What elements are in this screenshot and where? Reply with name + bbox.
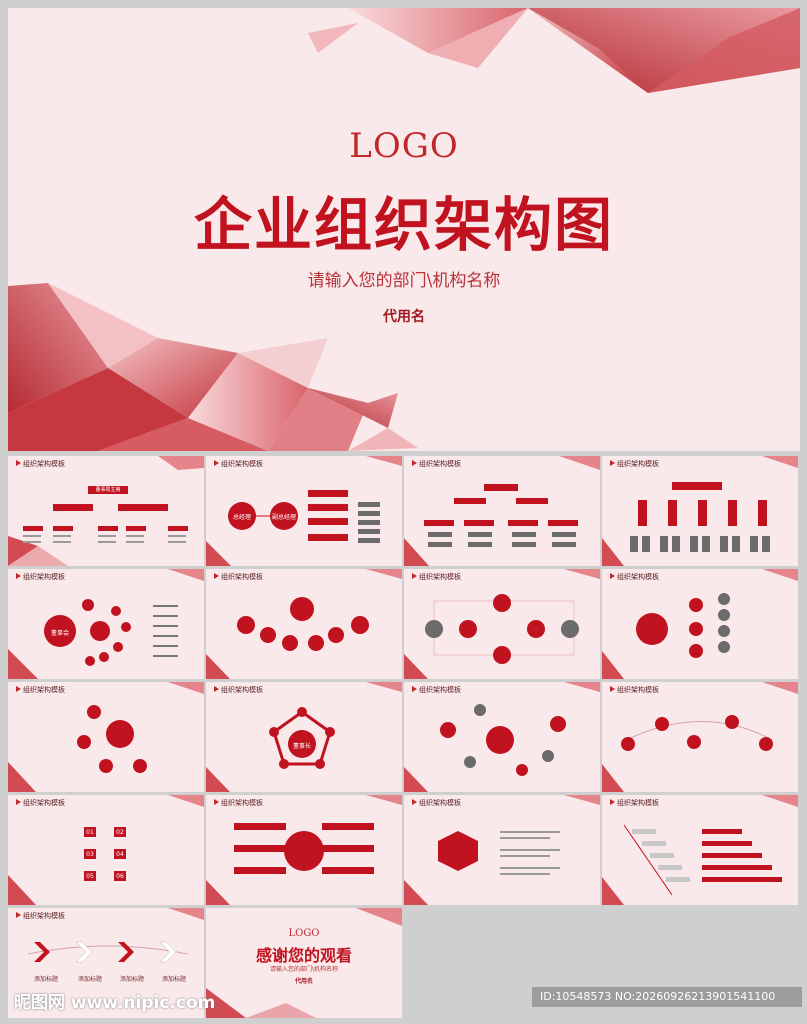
thumbnail-title: 组织架构模板: [16, 460, 65, 468]
node-label: 董事局主席: [95, 487, 121, 493]
thumbnail-title: 组织架构模板: [214, 686, 263, 694]
thumbnail-3[interactable]: 组织架构模板: [404, 456, 600, 566]
cover-slide[interactable]: LOGO 企业组织架构图 请输入您的部门\机构名称 代用名: [8, 8, 800, 451]
thumbnail-15[interactable]: 组织架构模板: [404, 795, 600, 905]
thumbnail-end[interactable]: LOGO 感谢您的观看 请输入您的部门\机构名称 代用名: [206, 908, 402, 1018]
thumbnail-title: 组织架构模板: [412, 799, 461, 807]
number-label: 06: [116, 873, 124, 880]
thumbnail-9[interactable]: 组织架构模板: [8, 682, 204, 792]
thumbnail-1[interactable]: 组织架构模板 董事局主席: [8, 456, 204, 566]
thanks-title: 感谢您的观看: [255, 946, 352, 965]
author: 代用名: [383, 309, 425, 325]
node-label: 董事会: [50, 630, 69, 637]
watermark-site: 昵图网 www.nipic.com: [14, 993, 216, 1013]
number-label: 01: [86, 829, 94, 836]
logo-text: LOGO: [349, 126, 459, 166]
thumbnail-title: 组织架构模板: [16, 799, 65, 807]
watermark-id: ID:10548573 NO:20260926213901541100: [532, 987, 802, 1007]
thumbnail-title: 组织架构模板: [610, 460, 659, 468]
thumbnail-title: 组织架构模板: [16, 573, 65, 581]
step-label: 添加标题: [77, 976, 102, 983]
subtitle: 请输入您的部门\机构名称: [307, 271, 501, 291]
number-label: 03: [86, 851, 94, 858]
thumbnail-title: 组织架构模板: [610, 573, 659, 581]
thanks-subtitle: 请输入您的部门\机构名称: [269, 966, 339, 973]
thumbnail-title: 组织架构模板: [214, 460, 263, 468]
node-label: 董事长: [292, 743, 311, 750]
node-label: 副总经理: [271, 514, 296, 521]
thumbnail-title: 组织架构模板: [214, 573, 263, 581]
thumbnail-5[interactable]: 组织架构模板 董事会: [8, 569, 204, 679]
page-title: 企业组织架构图: [193, 191, 614, 259]
thumbnail-title: 组织架构模板: [412, 460, 461, 468]
thumbnail-16[interactable]: 组织架构模板: [602, 795, 798, 905]
thumbnail-2[interactable]: 组织架构模板 总经理 副总经理: [206, 456, 402, 566]
number-label: 04: [116, 851, 124, 858]
thumbnail-10[interactable]: 组织架构模板 董事长: [206, 682, 402, 792]
number-label: 05: [86, 873, 94, 880]
thumbnail-7[interactable]: 组织架构模板: [404, 569, 600, 679]
thumbnail-13[interactable]: 组织架构模板 01 02 03 04 05 06: [8, 795, 204, 905]
thumbnail-4[interactable]: 组织架构模板: [602, 456, 798, 566]
step-label: 添加标题: [161, 976, 186, 983]
thumbnail-12[interactable]: 组织架构模板: [602, 682, 798, 792]
thumbnail-17[interactable]: 组织架构模板 添加标题 添加标题 添加标题 添加标题: [8, 908, 204, 1018]
thumbnail-title: 组织架构模板: [16, 686, 65, 694]
thumbnail-title: 组织架构模板: [214, 799, 263, 807]
thumbnail-14[interactable]: 组织架构模板: [206, 795, 402, 905]
step-label: 添加标题: [119, 976, 144, 983]
thumbnail-title: 组织架构模板: [412, 573, 461, 581]
thumbnail-title: 组织架构模板: [610, 799, 659, 807]
logo-text: LOGO: [288, 928, 320, 939]
thumbnail-title: 组织架构模板: [610, 686, 659, 694]
thumbnail-title: 组织架构模板: [16, 912, 65, 920]
node-label: 总经理: [232, 514, 251, 521]
polygon-decoration: [8, 8, 800, 451]
thumbnail-8[interactable]: 组织架构模板: [602, 569, 798, 679]
step-label: 添加标题: [33, 976, 58, 983]
thumbnail-title: 组织架构模板: [412, 686, 461, 694]
number-label: 02: [116, 829, 124, 836]
thanks-author: 代用名: [294, 978, 313, 985]
thumbnail-11[interactable]: 组织架构模板: [404, 682, 600, 792]
thumbnail-6[interactable]: 组织架构模板: [206, 569, 402, 679]
